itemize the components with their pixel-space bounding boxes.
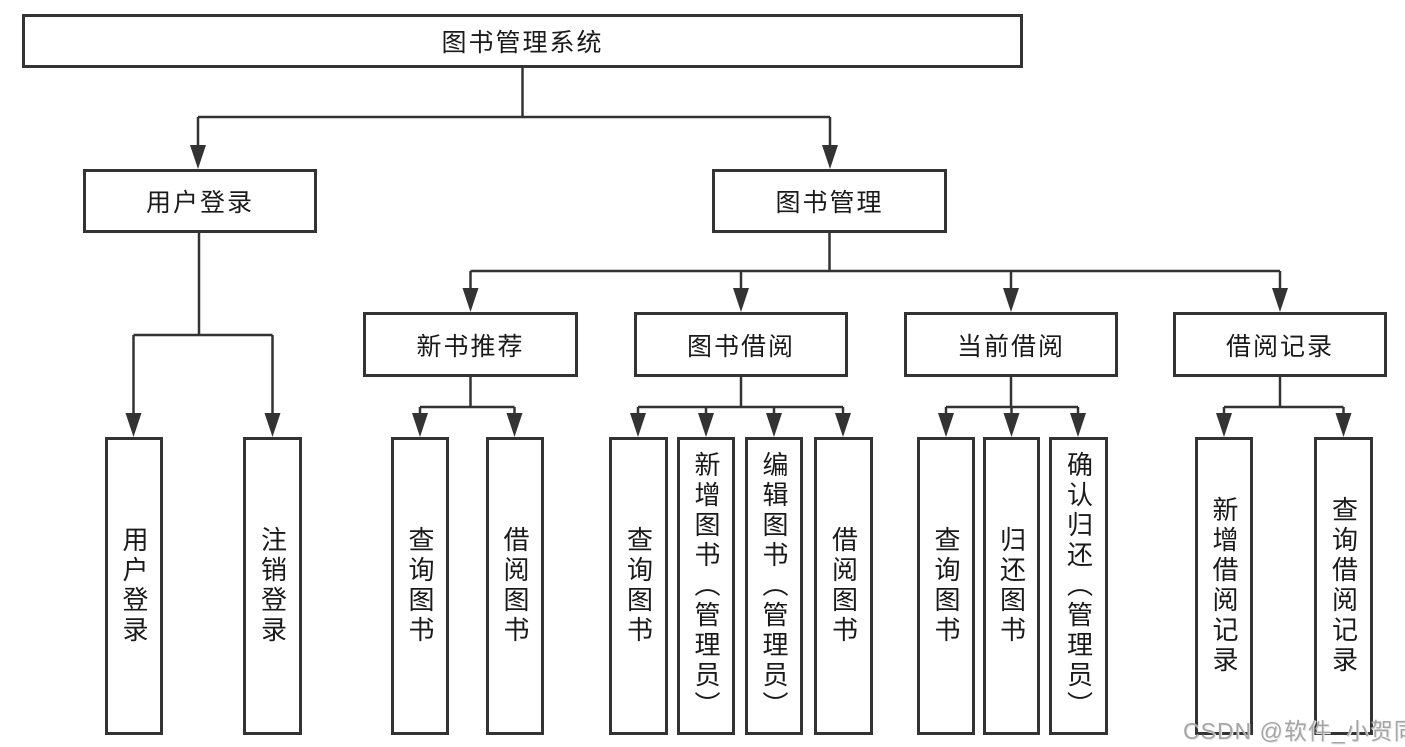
- leaf-rec-borrow-books: 借阅图书: [486, 437, 544, 735]
- csdn-watermark: CSDN @软件_小贺同学: [1183, 718, 1405, 744]
- leaf-bb-edit-books: 编辑图书（管理员）: [745, 437, 803, 735]
- node-new-book-recommendation: 新书推荐: [363, 312, 578, 377]
- leaf-logout-label: 注销登录: [257, 526, 288, 646]
- leaf-bb-borrow-books-label: 借阅图书: [828, 526, 859, 646]
- leaf-bb-query-books-label: 查询图书: [623, 526, 654, 646]
- leaf-user-login: 用户登录: [105, 437, 163, 735]
- leaf-bb-edit-books-label: 编辑图书（管理员）: [759, 451, 789, 721]
- leaf-cb-confirm-return-label: 确认归还（管理员）: [1063, 451, 1094, 721]
- leaf-br-add-record: 新增借阅记录: [1195, 437, 1253, 735]
- leaf-rec-query-books: 查询图书: [391, 437, 449, 735]
- connector-book-borrow-children: [630, 377, 851, 437]
- leaf-rec-borrow-books-label: 借阅图书: [500, 526, 530, 646]
- leaf-br-query-record-label: 查询借阅记录: [1328, 496, 1359, 676]
- leaf-cb-query-books: 查询图书: [917, 437, 975, 735]
- leaf-bb-add-books-label: 新增图书（管理员）: [691, 451, 721, 721]
- node-root-system-label: 图书管理系统: [441, 29, 604, 57]
- node-book-management-label: 图书管理: [775, 189, 884, 217]
- leaf-cb-confirm-return: 确认归还（管理员）: [1049, 437, 1108, 735]
- connector-current-borrow-children: [938, 377, 1086, 437]
- node-user-login-label: 用户登录: [145, 189, 254, 217]
- leaf-logout: 注销登录: [243, 437, 302, 735]
- leaf-user-login-label: 用户登录: [119, 526, 149, 646]
- node-user-login: 用户登录: [83, 169, 317, 233]
- connector-user-login-children: [125, 233, 281, 437]
- node-borrowing-records-label: 借阅记录: [1225, 332, 1334, 361]
- connector-new-book-rec-children: [412, 377, 523, 437]
- leaf-bb-query-books: 查询图书: [609, 437, 668, 735]
- node-root-system: 图书管理系统: [22, 14, 1023, 68]
- leaf-br-query-record: 查询借阅记录: [1314, 437, 1373, 735]
- leaf-br-add-record-label: 新增借阅记录: [1209, 496, 1239, 676]
- connector-book-mgmt-to-level3: [462, 233, 1288, 312]
- node-book-management: 图书管理: [712, 169, 947, 233]
- node-book-borrowing: 图书借阅: [634, 312, 848, 377]
- node-new-book-recommendation-label: 新书推荐: [416, 332, 525, 361]
- node-borrowing-records: 借阅记录: [1173, 312, 1387, 377]
- node-current-borrowing: 当前借阅: [904, 312, 1118, 377]
- leaf-bb-borrow-books: 借阅图书: [814, 437, 873, 735]
- leaf-cb-query-books-label: 查询图书: [931, 526, 961, 646]
- leaf-cb-return-books: 归还图书: [983, 437, 1040, 735]
- connector-root-to-level2: [190, 68, 838, 169]
- connector-borrow-records-children: [1216, 377, 1352, 437]
- node-book-borrowing-label: 图书借阅: [686, 332, 795, 361]
- leaf-cb-return-books-label: 归还图书: [996, 526, 1027, 646]
- leaf-rec-query-books-label: 查询图书: [405, 526, 435, 646]
- leaf-bb-add-books: 新增图书（管理员）: [677, 437, 735, 735]
- node-current-borrowing-label: 当前借阅: [956, 332, 1065, 361]
